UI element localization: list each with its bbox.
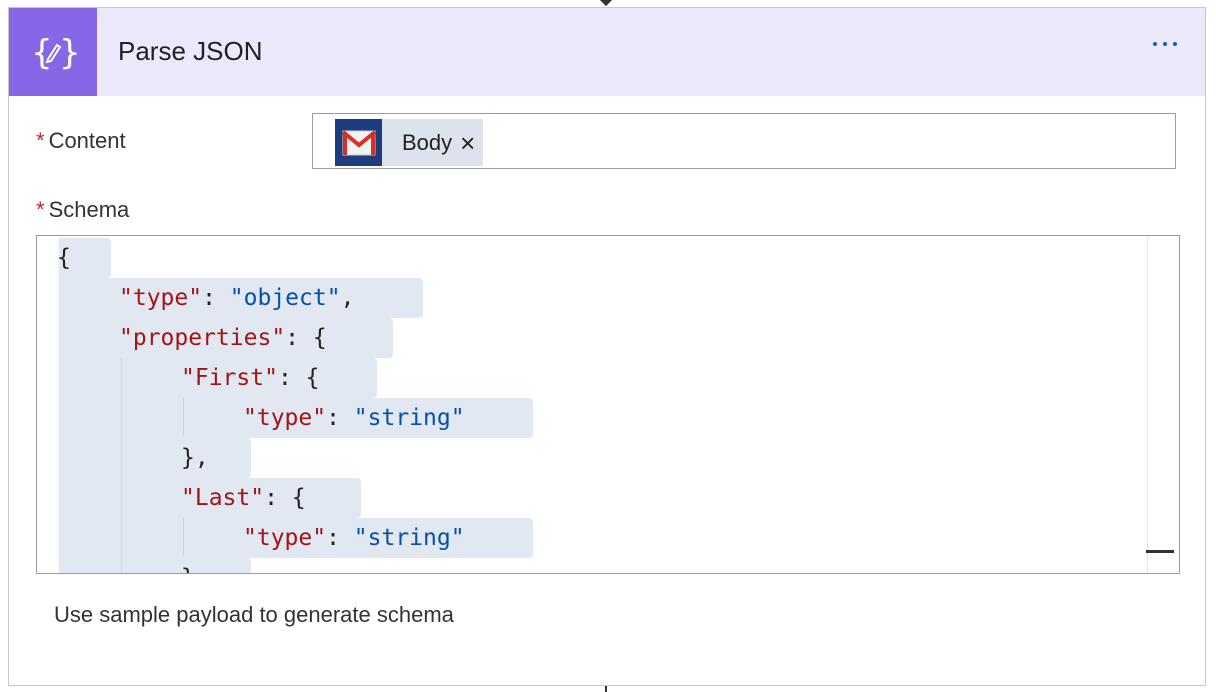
code-line[interactable]: } [37,558,1147,573]
selection-highlight [59,518,533,558]
gmail-icon [335,119,382,166]
indent-guide [121,358,122,573]
code-text: }, [181,438,209,478]
required-mark: * [36,128,45,153]
code-text: "type": "string" [243,398,465,438]
code-line[interactable]: "First": { [37,358,1147,398]
parse-json-action-card: { } Parse JSON *Content Body [8,7,1206,686]
code-text: "type": "object", [119,278,354,318]
schema-editor[interactable]: {"type": "object","properties": {"First"… [36,235,1180,574]
json-punctuation: } [181,565,195,573]
json-punctuation: : [326,525,354,551]
code-text: "type": "string" [243,518,465,558]
indent-guide [183,398,184,436]
action-header[interactable]: { } Parse JSON [9,8,1205,96]
json-punctuation: : { [285,325,327,351]
scrollbar-thumb[interactable] [1146,550,1174,553]
action-title: Parse JSON [118,36,263,66]
content-label-text: Content [48,128,126,153]
dot-icon [1173,42,1177,46]
schema-label-text: Schema [48,197,130,222]
svg-text:{: { [31,33,53,73]
schema-label: *Schema [36,197,129,223]
dot-icon [1163,42,1167,46]
selection-highlight [59,318,393,358]
json-string-value: "object" [229,285,341,311]
json-key: "Last" [181,485,265,511]
selection-highlight [59,478,361,518]
json-key: "properties" [119,325,286,351]
code-line[interactable]: "properties": { [37,318,1147,358]
content-label: *Content [36,128,126,154]
json-string-value: "string" [353,525,465,551]
sample-payload-link[interactable]: Use sample payload to generate schema [54,602,454,627]
remove-token-icon[interactable]: × [460,127,476,158]
code-text: { [57,238,71,278]
parse-json-icon: { } [9,8,97,96]
code-line[interactable]: "Last": { [37,478,1147,518]
editor-scrollbar[interactable] [1146,236,1179,573]
json-key: "type" [119,285,203,311]
selection-highlight [59,358,377,398]
token-label: Body [402,129,453,155]
selection-highlight [59,278,423,318]
json-key: "First" [181,365,278,391]
code-line[interactable]: "type": "string" [37,518,1147,558]
selection-highlight [59,238,111,278]
code-line[interactable]: "type": "object", [37,278,1147,318]
flow-connector-bottom [605,686,607,692]
code-text: "First": { [181,358,319,398]
more-options-button[interactable] [1153,42,1177,46]
json-punctuation: , [340,285,355,311]
selection-highlight [59,398,533,438]
indent-guide [183,518,184,556]
selection-highlight [59,558,251,573]
code-line[interactable]: "type": "string" [37,398,1147,438]
json-punctuation: { [57,245,71,271]
dot-icon [1153,42,1157,46]
json-key: "type" [243,405,327,431]
required-mark: * [36,197,45,222]
dynamic-content-token[interactable]: Body × [335,119,484,166]
flow-connector-top [598,0,614,7]
code-text: "properties": { [119,318,327,358]
content-field[interactable]: Body × [312,113,1176,169]
code-line[interactable]: }, [37,438,1147,478]
json-punctuation: : [202,285,230,311]
json-key: "type" [243,525,327,551]
json-punctuation: : { [264,485,306,511]
json-punctuation: }, [181,445,209,471]
code-text: "Last": { [181,478,306,518]
json-punctuation: : [326,405,354,431]
json-string-value: "string" [353,405,465,431]
json-punctuation: : { [277,365,320,391]
code-text: } [181,558,195,573]
selection-highlight [59,438,251,478]
code-line[interactable]: { [37,238,1147,278]
svg-text:}: } [59,33,77,73]
